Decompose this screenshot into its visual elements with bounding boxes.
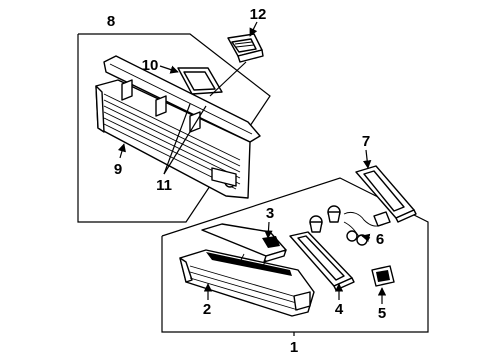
part-7-socket-housing — [355, 165, 417, 223]
callout-3: 3 — [266, 205, 274, 222]
part-12-bezel — [227, 33, 264, 63]
callout-11: 11 — [156, 177, 172, 194]
part-9-grille — [95, 79, 251, 199]
callout-6: 6 — [376, 231, 384, 248]
part-11-molding — [103, 55, 261, 143]
callout-2: 2 — [203, 301, 211, 318]
callout-4: 4 — [335, 301, 344, 318]
callout-12: 12 — [250, 6, 267, 23]
callout-5: 5 — [378, 305, 386, 322]
part-10-gasket — [177, 67, 223, 95]
callout-1: 1 — [290, 339, 298, 356]
callout-7: 7 — [362, 133, 370, 150]
leader-lines — [117, 21, 387, 336]
callout-10: 10 — [142, 57, 159, 74]
lower-group-outline — [161, 177, 429, 333]
callout-8: 8 — [107, 13, 115, 30]
callout-9: 9 — [114, 161, 122, 178]
part-6-bulbs-harness — [309, 205, 391, 246]
part-5-connector — [371, 265, 395, 287]
part-2-lamp-housing — [179, 249, 315, 317]
